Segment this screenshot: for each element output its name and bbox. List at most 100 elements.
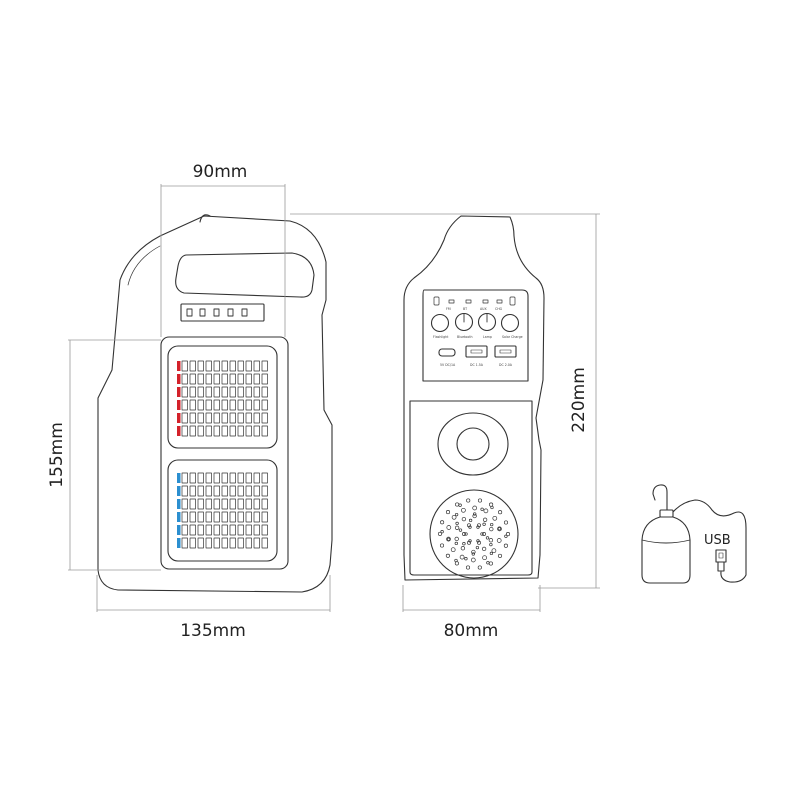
port-usb-1 xyxy=(465,345,488,358)
led-cell xyxy=(261,386,268,398)
knob-label-lamp: Lamp xyxy=(483,335,492,339)
speaker-hole xyxy=(454,525,460,530)
upper-led-grid xyxy=(177,360,268,437)
led-cell xyxy=(245,511,252,523)
led-cell xyxy=(197,511,204,523)
speaker-hole xyxy=(477,565,482,570)
led-cell xyxy=(189,360,196,372)
led-cell xyxy=(221,360,228,372)
dim-height-left: 155mm xyxy=(47,422,67,488)
led-cell xyxy=(189,399,196,411)
speaker-hole xyxy=(471,552,475,556)
led-cell xyxy=(205,537,212,549)
led-cell xyxy=(189,537,196,549)
speaker-hole xyxy=(470,557,476,563)
side-lower-panel xyxy=(409,400,533,576)
led-cell xyxy=(205,485,212,497)
speaker-holes xyxy=(437,498,511,570)
speaker-hole xyxy=(477,498,483,503)
led-cell xyxy=(245,399,252,411)
led-cell xyxy=(221,399,228,411)
led-cell xyxy=(237,485,244,497)
speaker-hole xyxy=(472,513,477,519)
led-cell xyxy=(181,511,188,523)
dim-depth: 80mm xyxy=(444,621,499,641)
speaker-hole xyxy=(498,510,503,515)
ports xyxy=(438,345,517,358)
led-cell xyxy=(237,472,244,484)
port-label-usb-1: DC 1.5A xyxy=(470,363,484,367)
led-cell xyxy=(189,524,196,536)
speaker-hole xyxy=(472,505,478,511)
led-cell xyxy=(237,373,244,385)
led-cell xyxy=(237,399,244,411)
led-cell xyxy=(237,524,244,536)
speaker-hole xyxy=(503,520,509,525)
led-cell xyxy=(181,373,188,385)
speaker-hole xyxy=(476,525,480,529)
led-cell xyxy=(253,472,260,484)
front-body-outline xyxy=(97,215,333,593)
led-cell xyxy=(205,511,212,523)
led-cell xyxy=(197,472,204,484)
button-strip-buttons xyxy=(186,308,248,317)
speaker-hole xyxy=(454,536,459,542)
top-led-labels: FM BT AUX CHG xyxy=(446,307,503,311)
led-cell xyxy=(221,412,228,424)
speaker-hole xyxy=(497,553,503,558)
led-accent xyxy=(177,473,181,483)
speaker-hole xyxy=(454,541,458,546)
led-cell xyxy=(197,386,204,398)
led-cell xyxy=(229,498,236,510)
led-label-fm: FM xyxy=(446,307,451,311)
speaker-hole xyxy=(489,542,493,547)
knob-labels: Flashlight Bluetooth Lamp Solar Charge xyxy=(433,335,523,339)
led-cell xyxy=(221,511,228,523)
led-cell xyxy=(181,425,188,437)
upper-lamp-panel xyxy=(167,345,278,449)
speaker-hole xyxy=(482,555,487,561)
led-cell xyxy=(253,511,260,523)
led-cell xyxy=(189,386,196,398)
led-cell xyxy=(261,373,268,385)
led-cell xyxy=(221,524,228,536)
led-cell xyxy=(221,425,228,437)
lantern-bulb-body xyxy=(641,516,691,584)
speaker-hole xyxy=(459,554,465,560)
speaker-hole xyxy=(461,516,467,522)
speaker-hole xyxy=(480,532,484,536)
dimension-lines xyxy=(68,184,600,612)
led-accent xyxy=(177,400,181,410)
led-cell xyxy=(197,498,204,510)
led-cell xyxy=(221,537,228,549)
speaker-hole xyxy=(473,512,477,516)
led-cell xyxy=(189,373,196,385)
led-cell xyxy=(237,537,244,549)
led-cell xyxy=(229,511,236,523)
led-accent xyxy=(177,387,181,397)
led-cell xyxy=(261,425,268,437)
led-cell xyxy=(181,498,188,510)
led-cell xyxy=(245,412,252,424)
tuning-dial-ring xyxy=(437,412,509,476)
handle-opening xyxy=(175,252,315,298)
led-cell xyxy=(181,537,188,549)
side-view: FM BT AUX CHG Flashlight Bluetooth Lamp … xyxy=(403,215,545,581)
led-cell xyxy=(245,498,252,510)
led-cell xyxy=(213,472,220,484)
speaker-hole xyxy=(490,522,494,527)
lamp-panel-frame xyxy=(160,336,289,570)
tuning-dial xyxy=(456,427,490,461)
speaker-hole xyxy=(491,548,497,554)
speaker-hole xyxy=(455,502,460,507)
led-cell xyxy=(181,386,188,398)
lantern-bulb-group: USB xyxy=(641,484,747,584)
led-cell xyxy=(253,360,260,372)
led-cell xyxy=(237,498,244,510)
led-accent xyxy=(177,499,181,509)
speaker-grille xyxy=(429,489,519,579)
led-cell xyxy=(197,399,204,411)
speaker-hole xyxy=(446,537,451,541)
led-cell xyxy=(189,412,196,424)
